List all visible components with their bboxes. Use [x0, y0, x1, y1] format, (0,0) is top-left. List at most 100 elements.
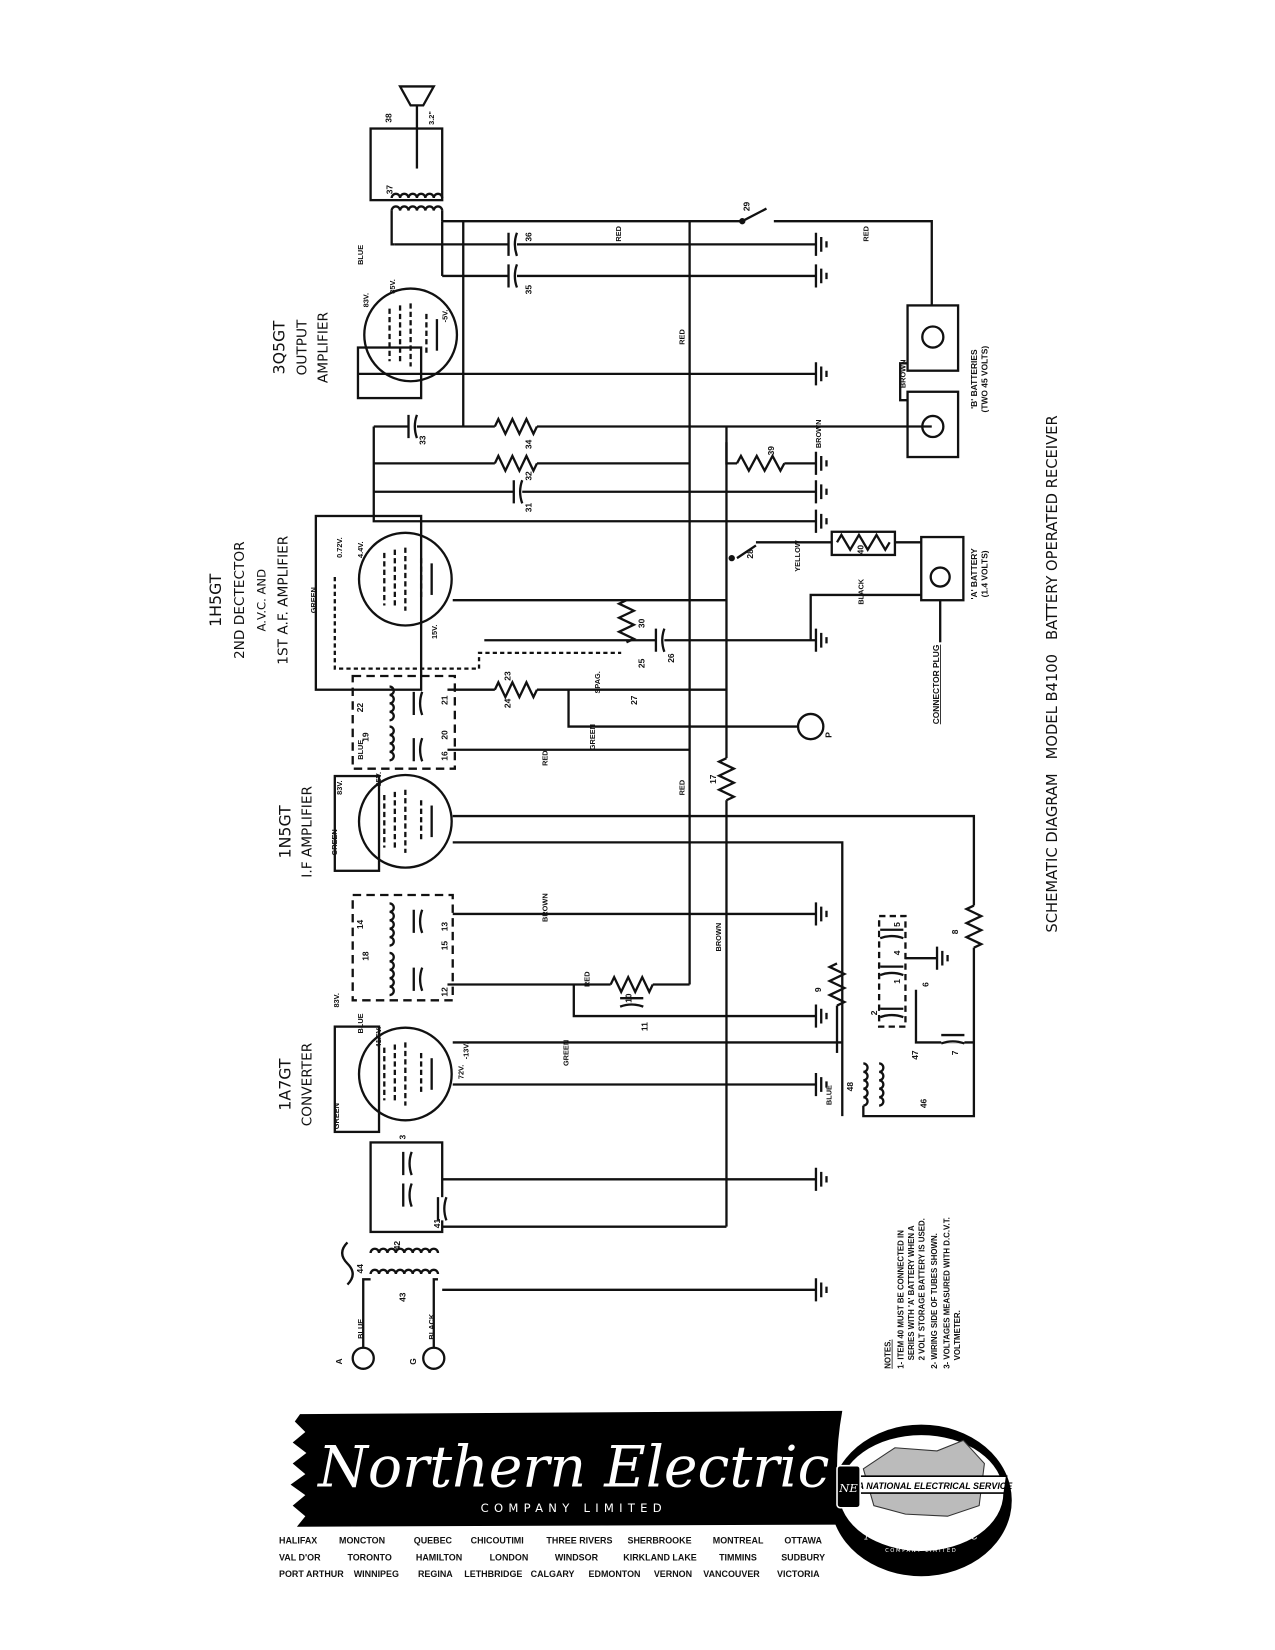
antenna-tuning-box: [369, 1141, 444, 1234]
resistor-symbol: [493, 679, 538, 700]
city-name: LETHBRIDGE: [464, 1569, 522, 1579]
component-number: 19: [360, 732, 370, 742]
tube-electrodes: [383, 789, 423, 853]
tube-1h5gt: [357, 531, 453, 627]
city-name: SHERBROOKE: [627, 1536, 691, 1546]
resistor-symbol: [735, 453, 786, 474]
component-number: 38: [384, 113, 394, 123]
coil-winding: [389, 685, 395, 722]
grid-lead-box: [333, 1025, 381, 1134]
capacitor-symbol: [879, 1007, 904, 1019]
resistor-symbol: [609, 974, 654, 995]
component-number: 24: [503, 698, 513, 708]
coil-winding: [389, 951, 395, 997]
component-number: 16: [439, 751, 449, 761]
tube-type: 1A7GT: [276, 1058, 295, 1111]
notes-heading: NOTES.: [884, 1339, 893, 1368]
circuit-wiring: [357, 210, 976, 1348]
city-name: VAL D'OR: [279, 1552, 321, 1562]
city-name: EDMONTON: [589, 1569, 641, 1579]
component-number: 22: [355, 703, 365, 713]
city-name: PORT ARTHUR: [279, 1569, 344, 1579]
wire: [809, 593, 922, 641]
wire-color-label: RED: [540, 750, 549, 766]
northern-electric-banner: Northern Electric COMPANY LIMITED: [290, 1410, 843, 1527]
note-line: 2 VOLT STORAGE BATTERY IS USED.: [917, 1218, 926, 1360]
wire-color-label: GREEN: [309, 587, 318, 613]
voltage-label: 15V.: [430, 625, 439, 639]
wire-color-label: RED: [583, 971, 592, 987]
connector-p-terminal: [796, 712, 825, 741]
voltage-label: 72V.: [456, 1065, 465, 1079]
city-name: VICTORIA: [777, 1569, 820, 1579]
capacitor-symbol: [412, 909, 424, 934]
city-name: CALGARY: [531, 1569, 575, 1579]
city-name: TIMMINS: [719, 1552, 757, 1562]
tube-heading-1h5gt: 1H5GT 2ND DECTECTOR A.V.C. AND 1ST A.F. …: [206, 535, 291, 664]
switch-contact: [739, 218, 746, 225]
capacitor-gap: [941, 1035, 965, 1044]
capacitor-gap: [413, 967, 423, 991]
city-name: TORONTO: [347, 1552, 391, 1562]
voltage-label: 83V.: [332, 993, 341, 1007]
component-number: 40: [855, 545, 865, 555]
component-number: 39: [766, 446, 776, 456]
city-name: LONDON: [490, 1552, 529, 1562]
ground-icon: [814, 480, 828, 504]
city-name: VERNON: [654, 1569, 692, 1579]
wire-color-label: GREEN: [332, 1103, 341, 1129]
component-number: 20: [439, 730, 449, 740]
component-number: 14: [355, 919, 365, 929]
capacitor-symbol: [507, 232, 519, 257]
capacitor-symbol: [436, 1196, 448, 1221]
capacitor-gap: [508, 232, 517, 256]
coil-winding: [863, 1062, 869, 1107]
component-number: 46: [919, 1098, 929, 1108]
city-name: QUEBEC: [414, 1536, 453, 1546]
wire-color-label: RED: [677, 329, 686, 345]
notes: NOTES. 1- ITEM 40 MUST BE CONNECTED IN S…: [884, 1217, 962, 1369]
capacitor-gap: [880, 1008, 904, 1018]
wire-color-label: RED: [862, 226, 871, 242]
component-number: 43: [397, 1292, 407, 1302]
component-number: 11: [640, 1022, 650, 1031]
voltage-label: 3.2": [427, 111, 436, 125]
a-battery: [920, 535, 965, 602]
capacitor-gap: [413, 691, 423, 715]
wire-color-label: BLUE: [825, 1085, 834, 1105]
tube-1n5gt: [357, 773, 453, 869]
wire-color-label: GREEN: [330, 829, 339, 855]
switch-29: [741, 207, 768, 223]
component-number: 18: [360, 951, 370, 961]
capacitor-gap: [408, 414, 417, 439]
speaker-icon: [398, 85, 436, 107]
wire: [725, 442, 737, 465]
city-name: WINNIPEG: [354, 1569, 399, 1579]
brand-subtitle: COMPANY LIMITED: [481, 1501, 667, 1515]
component-number: 31: [524, 503, 534, 513]
tube-heading-1n5gt: 1N5GT I.F AMPLIFIER: [276, 786, 316, 878]
voltage-label: 85V.: [388, 279, 397, 293]
capacitor-symbol: [879, 928, 904, 940]
speaker-enclosure: [369, 127, 444, 202]
city-name: SUDBURY: [781, 1552, 825, 1562]
city-name: KIRKLAND LAKE: [623, 1552, 697, 1562]
note-line: 1- ITEM 40 MUST BE CONNECTED IN: [896, 1230, 905, 1369]
if-transformer-1: [351, 674, 456, 770]
wire-color-label: BROWN: [898, 360, 907, 389]
component-number: 30: [636, 618, 646, 628]
wire-color-label: BROWN: [540, 893, 549, 922]
wire-color-label: RED: [677, 780, 686, 796]
tube-electrodes: [383, 547, 423, 611]
terminal-a-label: A: [334, 1358, 344, 1364]
seal-brand-name: Northern Electric: [863, 1527, 978, 1542]
tube-function: AMPLIFIER: [315, 311, 331, 383]
brand-logo-text: Northern Electric: [316, 1435, 829, 1501]
resistor-40-box: [830, 530, 897, 557]
component-number: 35: [524, 285, 534, 295]
component-number: 41: [432, 1219, 442, 1229]
battery-cell-icon: [921, 414, 945, 439]
coil-winding: [369, 1268, 440, 1275]
component-number: 36: [524, 232, 534, 242]
